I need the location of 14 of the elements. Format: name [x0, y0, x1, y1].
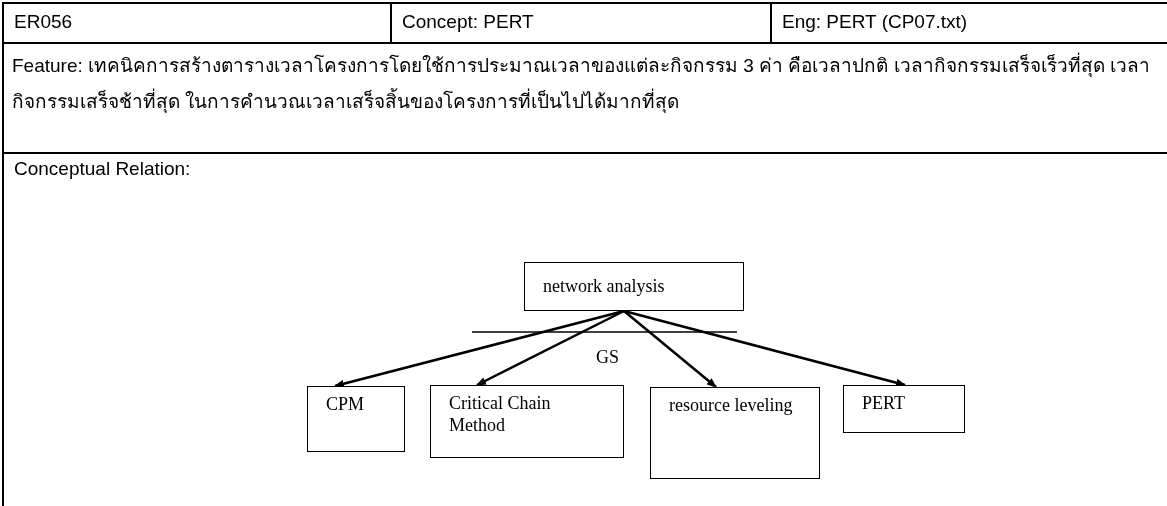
concept-box: Critical Chain Method [430, 385, 624, 458]
table-text: Conceptual Relation: [14, 158, 191, 180]
relation-label: GS [596, 347, 619, 368]
arrow [623, 309, 906, 387]
table-text: ER056 [14, 11, 73, 33]
arrow [476, 309, 625, 387]
feature-description: Feature: เทคนิคการสร้างตารางเวลาโครงการโดยใช้การประมาณเวลาของแต่ละกิจกรรม 3 ค่า คือเวลาปกติ เวลากิจกรรมเสร็จเร็วที่สุด เวลากิจกรรมเสร็จช้าที่สุด ในการคำนวณเวลาเสร็จสิ้นของโครงการที่เป็นไปได้มากที่สุด [12, 48, 1162, 120]
concept-box: CPM [307, 386, 405, 452]
concept-box: network analysis [524, 262, 744, 311]
table-text: Eng: PERT (CP07.txt) [782, 11, 968, 33]
concept-box: resource leveling [650, 387, 820, 479]
arrow [623, 310, 717, 388]
table-text: Concept: PERT [402, 11, 534, 33]
concept-box: PERT [843, 385, 965, 433]
